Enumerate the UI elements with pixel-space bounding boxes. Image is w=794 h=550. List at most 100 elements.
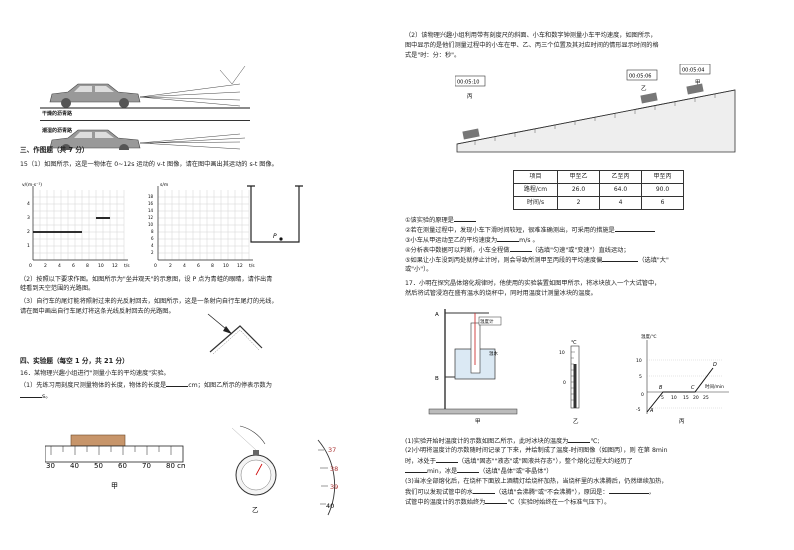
st-xlabel: t/s (249, 263, 255, 269)
length-answer-blank[interactable] (166, 381, 189, 387)
q17-line1: 17．小明在探究晶体熔化规律时，他使用的实验装置如图甲所示，将冰块放入一个大试管… (405, 280, 661, 287)
q15-part1: 15（1）如图所示，这是一物体在 0~12s 运动的 v-t 图像，请在图中画出… (20, 161, 278, 168)
ruler-tick: 80 cm (166, 462, 185, 470)
ruler-tick: 70 (142, 462, 151, 470)
measure-blank[interactable] (614, 226, 655, 232)
section-3-title: 三、作图题（共 7 分） (20, 146, 89, 154)
vt-xtick: 4 (58, 263, 61, 269)
watch-tick: 39 (330, 483, 338, 491)
principle-blank[interactable] (453, 216, 476, 222)
melting-curve (646, 367, 714, 413)
curve-point-label: B (659, 385, 663, 391)
table-cell: 4 (599, 196, 642, 210)
q17-a2-line2: 时，冰处于（选填"固态""液态"或"固液共存态"），整个熔化过程大约经历了 (405, 457, 633, 465)
position-label: 甲 (695, 79, 701, 86)
q16-stem: 16．某物理兴趣小组进行"测量小车的平均速度"实验。 (20, 370, 170, 377)
vt-xtick: 10 (98, 263, 104, 269)
graph-ytick: -5 (636, 407, 641, 413)
vt-xlabel: t/s (124, 263, 130, 269)
st-ytick: 2 (151, 250, 154, 255)
position-label: 乙 (641, 85, 647, 92)
graph-ytick: 0 (641, 392, 644, 398)
q15-part3-line1: （3）自行车的尾灯能将照射过来的光反射回去，如图所示，这是一条射向自行车尾灯的光… (20, 298, 278, 305)
st-xtick: 2 (169, 263, 172, 269)
table-header-row: 项目 甲至乙 乙至丙 甲至丙 (513, 170, 684, 184)
warm-water-label: 温水 (489, 350, 498, 357)
clock-time: 00:05:10 (457, 80, 479, 86)
right-column: （2）该物理兴趣小组利用带有刻度尺的斜面、小车和数字钟测量小车平均速度，如图所示… (405, 20, 775, 525)
table-row: 路程/cm 26.0 64.0 90.0 (513, 183, 684, 197)
table-header: 乙至丙 (599, 170, 642, 184)
vt-xtick: 12 (112, 263, 118, 269)
vt-ylabel: v/(m·s⁻¹) (22, 182, 42, 188)
road-reflection-figure (40, 65, 250, 150)
apparatus-figure: 温度计 温水 A B 甲 (428, 309, 518, 425)
clock-display (455, 75, 486, 87)
stopwatch-figure: 37 38 39 40 乙 (231, 425, 338, 516)
left-column: 干燥的沥青路 潮湿的沥青路 三、作图题（共 7 分） 15（1）如图所示，这是一… (20, 20, 390, 525)
ruler-tick: 30 (46, 462, 55, 470)
graph-xtick: 10 (671, 395, 677, 401)
frog-eye-point (279, 237, 283, 241)
motion-blank[interactable] (509, 246, 532, 252)
vt-ytick: 1 (27, 243, 30, 249)
q17-a3-line3: 试管中的温度计的示数始终为℃（实验时始终在一个标准气压下）。 (405, 498, 611, 506)
item-5: ⑤如果让小车没到丙处就停止计时，则会导致所测甲至丙段的平均速度偏（选填"大" (405, 256, 669, 264)
temp-blank[interactable] (568, 437, 591, 443)
st-ytick: 16 (148, 201, 154, 206)
q16-part1-a: （1）先练习用刻度尺测量物体的长度，物体的长度是 (20, 382, 167, 389)
section-4-title: 四、实验题（每空 1 分，共 21 分） (20, 357, 129, 365)
curve-point-label: D (713, 362, 717, 368)
state-blank[interactable] (435, 457, 458, 463)
clock-display (626, 69, 658, 81)
graph-xtick: 5 (661, 395, 664, 401)
wet-road-caption: 潮湿的沥青路 (42, 128, 73, 134)
table-cell: 64.0 (599, 183, 642, 197)
st-ytick: 12 (148, 215, 154, 220)
q16-part1-tail: s。 (20, 392, 51, 401)
test-tube (470, 322, 481, 374)
table-row: 时间/s 2 4 6 (513, 196, 684, 210)
q17-a2-line3: min，冰是（选填"晶体"或"非晶体"） (405, 467, 553, 476)
position-label: 丙 (467, 93, 473, 100)
table-header: 项目 (513, 170, 558, 184)
temperature-time-graph: 温度/℃ 时间/min 10 5 0 -5 5 10 15 20 25 A B … (636, 333, 729, 425)
speed-blank[interactable] (497, 236, 520, 242)
graph-xtick: 20 (693, 395, 699, 401)
well-figure: P (247, 185, 303, 243)
table-cell: 时间/s (513, 196, 558, 210)
st-ytick: 8 (151, 229, 154, 234)
st-ytick: 14 (148, 208, 154, 213)
bias-blank[interactable] (602, 256, 639, 262)
boil-blank[interactable] (473, 488, 496, 494)
label-b: B (435, 376, 439, 382)
stopwatch-answer-blank[interactable] (20, 392, 42, 398)
ruler-tick: 50 (94, 462, 103, 470)
st-xtick: 0 (154, 263, 157, 269)
item-5-tail: 或"小"）。 (405, 266, 433, 273)
st-ytick: 6 (151, 236, 154, 241)
st-ytick: 18 (148, 194, 154, 199)
st-xtick: 8 (211, 263, 214, 269)
thermometer-figure: ℃ 10 0 乙 (559, 340, 580, 425)
watch-tick: 38 (330, 465, 338, 473)
table-cell: 路程/cm (513, 183, 558, 197)
graph-xtick: 15 (683, 395, 689, 401)
ruler-figure: 30 40 50 60 70 80 cm 甲 (45, 434, 185, 490)
duration-blank[interactable] (405, 467, 427, 473)
label-a: A (435, 312, 439, 318)
reason-blank[interactable] (608, 488, 649, 494)
q16-part2-line2: 图中显示的是他们测量过程中的小车在甲、乙、丙三个位置及其对应时间的情形显示时间的… (405, 42, 659, 49)
well-point-label: P (273, 233, 277, 240)
item-4: ④分析表中数据可以判断，小车全程做（选填"匀速"或"变速"）直线运动； (405, 246, 630, 254)
st-ytick: 4 (151, 243, 154, 248)
cart-icon (462, 83, 704, 140)
measured-block (70, 434, 126, 447)
crystal-blank[interactable] (457, 467, 480, 473)
st-ylabel: s/m (160, 182, 168, 188)
graph-ylabel: 温度/℃ (641, 333, 657, 340)
reading-blank[interactable] (485, 498, 508, 504)
curve-point-label: C (691, 385, 695, 391)
st-ytick: 10 (148, 222, 154, 227)
table-cell: 90.0 (641, 183, 684, 197)
